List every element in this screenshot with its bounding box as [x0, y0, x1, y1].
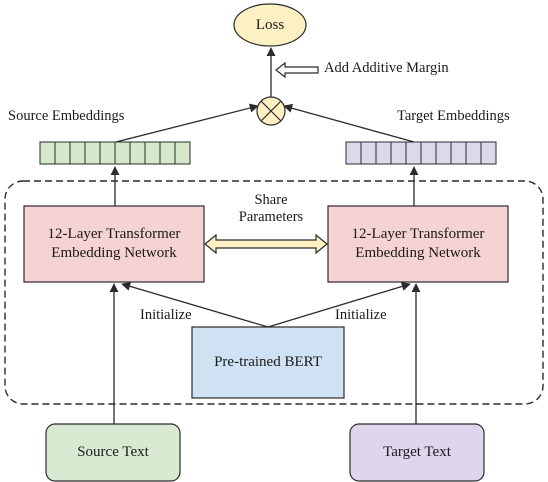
- left-transformer-line1: 12-Layer Transformer: [47, 226, 181, 243]
- arrow-bert-to-left-transformer: [121, 281, 269, 328]
- right-transformer-line2: Embedding Network: [355, 245, 481, 261]
- initialize-left-label: Initialize: [140, 307, 192, 323]
- source-text-text: Source Text: [77, 444, 149, 461]
- target-embedding-vector: [345, 141, 497, 165]
- right-transformer-line1: 12-Layer Transformer: [351, 226, 485, 243]
- arrow-target-embed-to-combine: [283, 103, 415, 143]
- source-embedding-vector: [39, 141, 191, 165]
- bert-box: [191, 326, 345, 399]
- left-transformer-box: [23, 205, 205, 283]
- arrow-bert-to-right-transformer: [267, 282, 411, 328]
- right-transformer-label: 12-Layer Transformer Embedding Network: [328, 206, 508, 282]
- additive-margin-arrow: [275, 61, 319, 79]
- target-text-text: Target Text: [383, 444, 451, 461]
- left-transformer-label: 12-Layer Transformer Embedding Network: [24, 206, 204, 282]
- target-embedding-cell: [480, 141, 497, 165]
- shared-encoder-container: [4, 180, 544, 405]
- source-text-box: [45, 423, 181, 482]
- loss-node: [233, 3, 307, 47]
- target-text-label: Target Text: [350, 424, 484, 481]
- source-embeddings-label: Source Embeddings: [8, 108, 125, 124]
- share-label-line1: Share: [254, 192, 288, 208]
- target-text-box: [349, 423, 485, 482]
- share-parameters-label: Share Parameters: [226, 192, 316, 225]
- bert-label: Pre-trained BERT: [192, 327, 344, 398]
- share-parameters-arrow: [204, 233, 328, 255]
- loss-text: Loss: [255, 16, 285, 33]
- bert-text: Pre-trained BERT: [214, 354, 322, 371]
- loss-label: Loss: [234, 4, 306, 46]
- share-label-line2: Parameters: [238, 208, 304, 225]
- source-embedding-cell: [174, 141, 191, 165]
- arrow-source-embed-to-combine: [115, 103, 259, 143]
- left-transformer-line2: Embedding Network: [51, 245, 177, 261]
- initialize-right-label: Initialize: [335, 307, 387, 323]
- target-embeddings-label: Target Embeddings: [397, 108, 510, 124]
- additive-margin-label: Add Additive Margin: [324, 60, 449, 76]
- right-transformer-box: [327, 205, 509, 283]
- source-text-label: Source Text: [46, 424, 180, 481]
